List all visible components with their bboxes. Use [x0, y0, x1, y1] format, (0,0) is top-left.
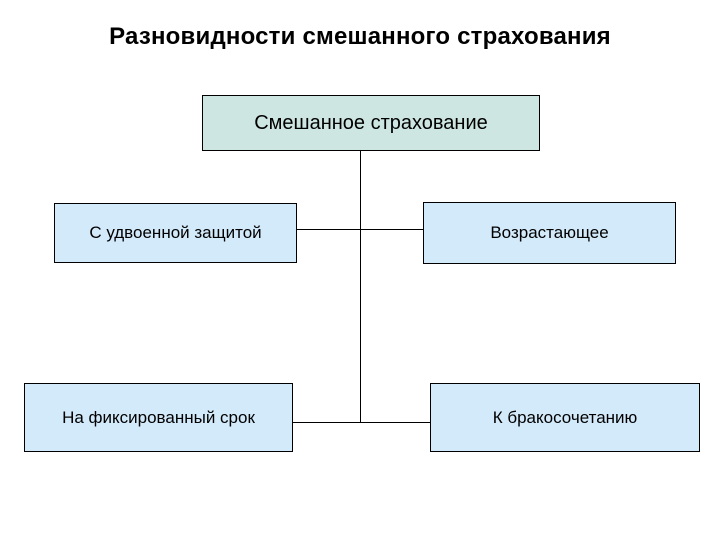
node-fixed-term-label: На фиксированный срок	[62, 407, 255, 427]
node-mixed-insurance-label: Смешанное страхование	[254, 111, 488, 134]
node-fixed-term: На фиксированный срок	[24, 383, 293, 452]
node-marriage-label: К бракосочетанию	[492, 407, 638, 427]
node-increasing-label: Возрастающее	[490, 223, 609, 243]
node-mixed-insurance: Смешанное страхование	[202, 95, 540, 151]
node-marriage: К бракосочетанию	[430, 383, 700, 452]
node-double-protection: С удвоенной защитой	[54, 203, 297, 263]
node-increasing: Возрастающее	[423, 202, 676, 264]
slide-title: Разновидности смешанного страхования	[109, 23, 611, 50]
node-double-protection-label: С удвоенной защитой	[89, 223, 262, 243]
connector-trunk-vertical	[360, 151, 361, 422]
connector-rail-bottom	[293, 422, 430, 423]
connector-rail-top	[297, 229, 423, 230]
